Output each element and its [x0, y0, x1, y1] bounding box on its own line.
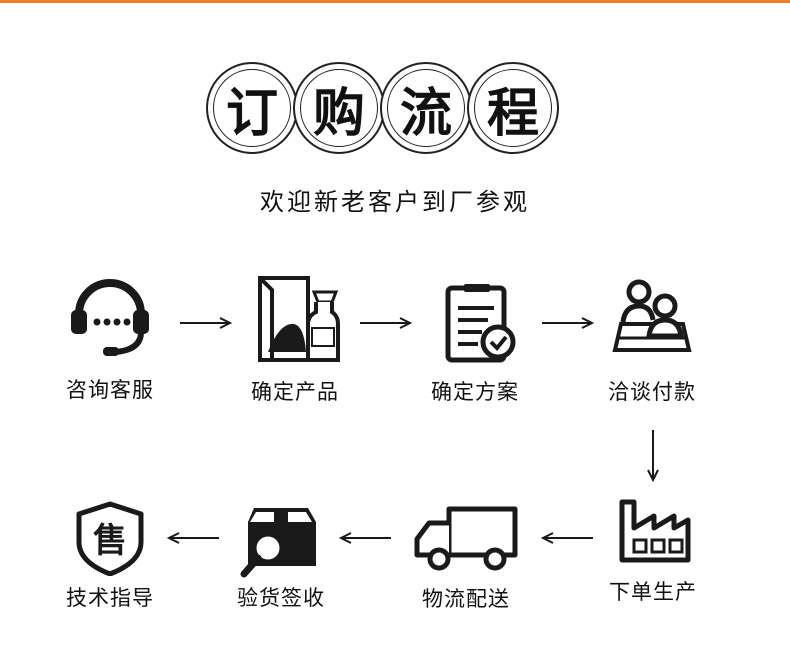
step-negotiate-payment: 洽谈付款: [582, 272, 722, 406]
arrow-right-icon: [360, 317, 413, 329]
step-logistics: 物流配送: [396, 503, 536, 613]
clipboard-check-icon: [445, 284, 516, 363]
step-confirm-plan: 确定方案: [405, 282, 545, 406]
title-banner: 订 购 流 程: [206, 62, 559, 157]
headset-icon: [71, 279, 149, 356]
arrow-right-icon: [180, 317, 233, 329]
arrow-left-icon: [166, 532, 219, 544]
top-accent-line: [0, 0, 790, 3]
shield-char: 售: [93, 521, 127, 561]
step-label: 物流配送: [422, 587, 510, 611]
title-char: 订: [213, 69, 291, 147]
step-label: 洽谈付款: [608, 380, 696, 404]
step-consult: 咨询客服: [40, 272, 180, 404]
step-confirm-product: 确定产品: [225, 272, 365, 406]
title-char: 购: [300, 69, 378, 147]
step-tech-support: 售 技术指导: [40, 500, 180, 612]
arrow-left-icon: [540, 532, 593, 544]
shield-shou-icon: 售: [76, 501, 144, 576]
arrow-down-icon: [647, 430, 659, 483]
title-circle: 购: [293, 62, 385, 154]
step-label: 咨询客服: [66, 378, 154, 402]
title-char: 程: [474, 69, 552, 147]
factory-icon: [619, 499, 691, 563]
arrow-right-icon: [542, 317, 595, 329]
title-circle: 流: [380, 62, 472, 154]
step-label: 下单生产: [609, 580, 697, 604]
step-inspect-sign: 验货签收: [211, 500, 351, 612]
step-label: 验货签收: [237, 586, 325, 610]
step-label: 确定产品: [251, 380, 339, 404]
subtitle: 欢迎新老客户到厂参观: [260, 188, 530, 216]
product-icon: [258, 276, 340, 362]
arrow-left-icon: [338, 532, 391, 544]
title-char: 流: [387, 69, 465, 147]
truck-icon: [414, 506, 518, 571]
inspect-box-icon: [240, 508, 316, 578]
step-production: 下单生产: [583, 498, 723, 606]
title-circle: 订: [206, 62, 298, 154]
title-circle: 程: [467, 62, 559, 154]
step-label: 确定方案: [431, 380, 519, 404]
meeting-icon: [612, 279, 692, 352]
step-label: 技术指导: [66, 586, 154, 610]
